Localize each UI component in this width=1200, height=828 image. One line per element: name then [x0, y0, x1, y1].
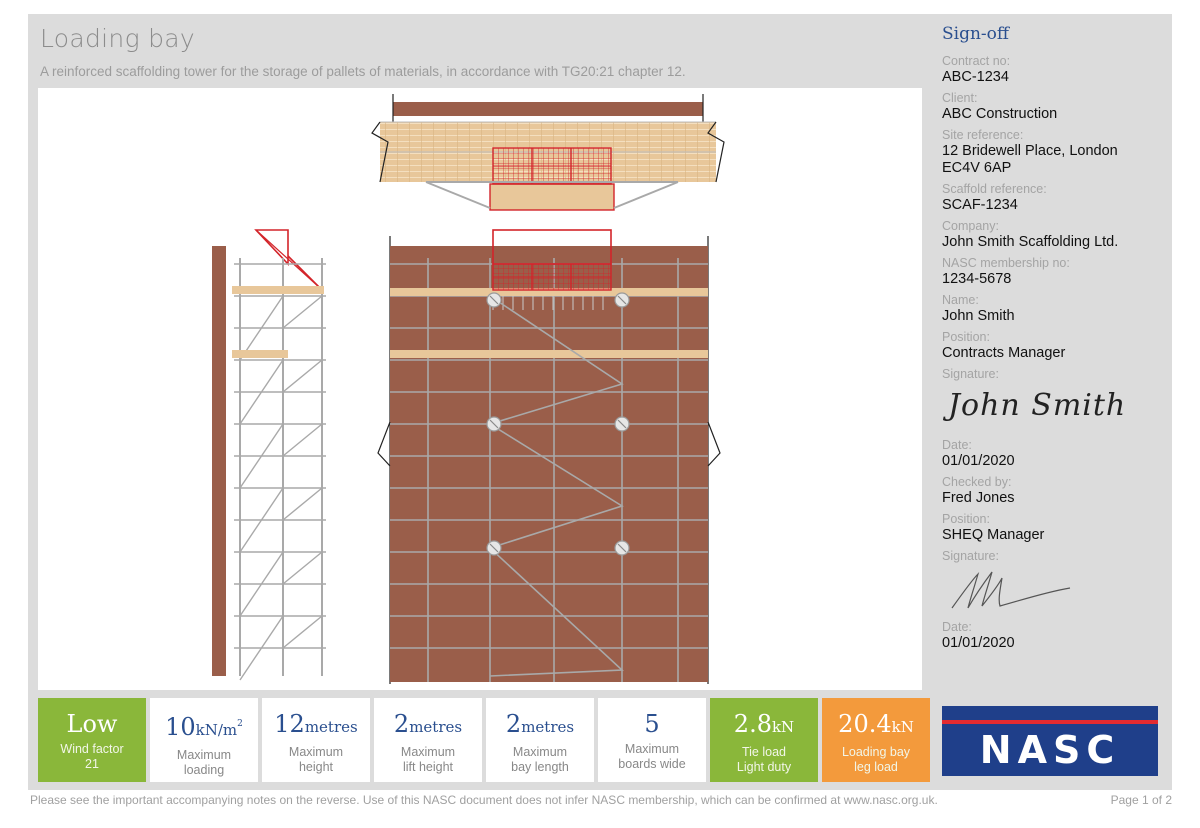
date2-value: 01/01/2020	[942, 635, 1015, 651]
max-bay-length-unit: metres	[521, 718, 575, 736]
leg-load-unit: kN	[891, 718, 914, 736]
contract-label: Contract no:	[942, 54, 1011, 68]
position-label: Position:	[942, 330, 990, 344]
wind-factor-label: Wind factor	[60, 742, 124, 756]
max-loading-value: 10	[165, 713, 196, 741]
front-wall	[390, 246, 708, 682]
contract-value: ABC-1234	[942, 69, 1009, 85]
client-value: ABC Construction	[942, 106, 1058, 122]
max-boards-wide-value: 5	[644, 710, 660, 738]
max-loading-unit-sup: 2	[237, 719, 243, 729]
leg-load-label-1: Loading bay	[841, 745, 911, 759]
signature2-label: Signature:	[942, 549, 999, 563]
max-height-label-1: Maximum	[288, 745, 344, 759]
leg-load-label-2: leg load	[854, 760, 898, 774]
signature-1: John Smith	[942, 382, 1164, 438]
front-elevation	[377, 229, 721, 684]
max-boards-wide-label-2: boards wide	[618, 757, 686, 771]
page-subtitle: A reinforced scaffolding tower for the s…	[40, 64, 686, 79]
nasc-logo: NASC	[942, 706, 1158, 776]
scaffold-label: Scaffold reference:	[942, 182, 1047, 196]
checked-label: Checked by:	[942, 475, 1012, 489]
max-lift-height-label-1: Maximum	[400, 745, 456, 759]
nasc-logo-stripe	[942, 720, 1158, 724]
signoff-heading: Sign-off	[942, 24, 1009, 44]
site-value-line2: EC4V 6AP	[942, 160, 1012, 176]
nasc-value: 1234-5678	[942, 271, 1012, 287]
site-value-line1: 12 Bridewell Place, London	[942, 143, 1118, 159]
page-number: Page 1 of 2	[1110, 793, 1172, 807]
wind-factor-value: Low	[66, 710, 118, 738]
scaffold-drawing	[38, 88, 922, 690]
footer-note: Please see the important accompanying no…	[30, 793, 938, 807]
plan-wall	[393, 102, 703, 116]
max-bay-length-label-2: bay length	[511, 760, 569, 774]
max-height-value: 12	[274, 710, 305, 738]
max-lift-height-label-2: lift height	[402, 760, 454, 774]
signature-2	[942, 564, 1164, 620]
plan-loading-bay	[489, 183, 615, 211]
signature-1-text: John Smith	[948, 388, 1127, 423]
date2-label: Date:	[942, 620, 972, 634]
name-value: John Smith	[942, 308, 1015, 324]
position2-label: Position:	[942, 512, 990, 526]
max-bay-length-value: 2	[505, 710, 522, 738]
max-height-unit: metres	[304, 718, 358, 736]
tie-load-unit: kN	[771, 718, 795, 736]
max-loading-unit: kN/m	[195, 721, 238, 739]
side-platform-top	[232, 286, 324, 294]
signoff-panel: Sign-off Contract no: ABC-1234 Client: A…	[942, 24, 1164, 657]
wind-factor-number: 21	[85, 757, 99, 771]
scaffold-value: SCAF-1234	[942, 197, 1018, 213]
name-label: Name:	[942, 293, 979, 307]
side-platform-mid	[232, 350, 288, 358]
position-value: Contracts Manager	[942, 345, 1066, 361]
tie-load-label-1: Tie load	[741, 745, 786, 759]
drawing-sheet: Loading bay A reinforced scaffolding tow…	[28, 14, 1172, 790]
tie-load-value: 2.8	[733, 710, 772, 738]
date-value: 01/01/2020	[942, 453, 1015, 469]
scaffold-elevations	[212, 94, 725, 684]
company-value: John Smith Scaffolding Ltd.	[942, 234, 1119, 250]
max-boards-wide-label-1: Maximum	[624, 742, 680, 756]
signature-2-scribble	[951, 571, 1071, 609]
position2-value: SHEQ Manager	[942, 527, 1045, 543]
max-loading-label-1: Maximum	[176, 748, 232, 762]
max-bay-length-label-1: Maximum	[512, 745, 568, 759]
signature-label: Signature:	[942, 367, 999, 381]
leg-load-value: 20.4	[838, 710, 892, 738]
page-title: Loading bay	[40, 24, 195, 53]
max-lift-height-value: 2	[393, 710, 410, 738]
client-label: Client:	[942, 91, 978, 105]
date-label: Date:	[942, 438, 972, 452]
side-wall	[212, 246, 226, 676]
front-platform-mid	[390, 350, 708, 358]
tie-load-label-2: Light duty	[736, 760, 792, 774]
nasc-label: NASC membership no:	[942, 256, 1070, 270]
max-lift-height-unit: metres	[409, 718, 463, 736]
site-label: Site reference:	[942, 128, 1024, 142]
side-elevation	[212, 229, 326, 681]
max-loading-label-2: loading	[183, 763, 225, 777]
checked-value: Fred Jones	[942, 490, 1015, 506]
front-platform-top	[390, 288, 708, 296]
nasc-logo-text: NASC	[979, 728, 1121, 772]
max-height-label-2: height	[298, 760, 334, 774]
plan-view	[371, 94, 725, 211]
company-label: Company:	[942, 219, 999, 233]
